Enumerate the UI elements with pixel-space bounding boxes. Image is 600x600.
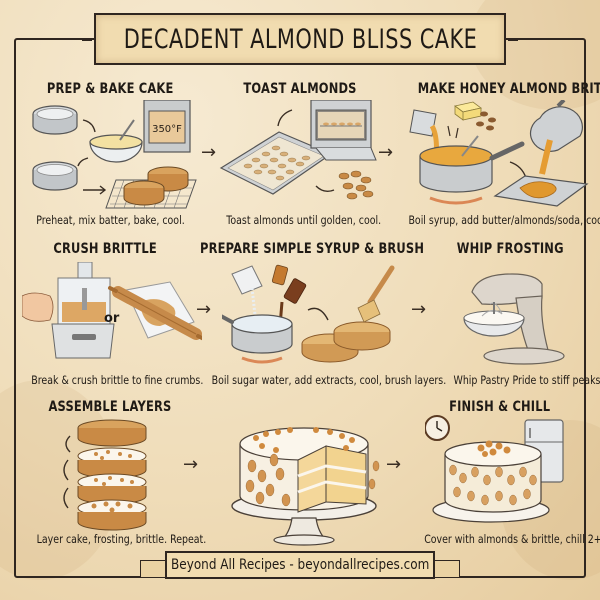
arrow-icon: → (196, 299, 212, 320)
prep-bake-illustration: 350°F (32, 100, 197, 209)
stand-mixer-icon (463, 273, 565, 365)
pastry-brush-icon (357, 265, 395, 323)
or-label: or (104, 311, 120, 326)
cooling-rack-icon (105, 166, 197, 209)
stand-mixer-illustration (463, 273, 565, 365)
cake-pan-icon (32, 161, 78, 191)
step-finish-chill: FINISH & CHILL (420, 396, 580, 415)
step-assemble-layers: ASSEMBLE LAYERS (20, 396, 200, 415)
mixing-bowl-icon (89, 119, 143, 163)
layered-cake-icon (77, 419, 147, 531)
baking-sheet-icon (219, 131, 333, 195)
saucepan-icon (419, 135, 525, 205)
title-banner: DECADENT ALMOND BLISS CAKE (82, 13, 518, 65)
oven-icon (310, 100, 377, 161)
arrow-icon (277, 109, 293, 127)
ribbon-end-left (140, 560, 168, 578)
step-caption: Boil sugar water, add extracts, cool, br… (211, 373, 447, 387)
arrow-icon (315, 185, 335, 193)
arrow-icon (509, 161, 527, 179)
arrow-icon: → (386, 454, 402, 475)
step-title: ASSEMBLE LAYERS (48, 399, 172, 415)
step-whip-frosting: WHIP FROSTING (440, 238, 580, 257)
cake-layers-icon (301, 321, 391, 363)
simple-syrup-illustration (222, 264, 395, 364)
step-title: PREP & BAKE CAKE (46, 81, 174, 97)
clock-icon (425, 415, 450, 441)
page-title: DECADENT ALMOND BLISS CAKE (123, 23, 477, 55)
finished-cake-illustration (231, 427, 380, 546)
step-title: MAKE HONEY ALMOND BRITTLE (417, 81, 600, 97)
arrow-icon (82, 119, 96, 133)
ribbon-end-right (432, 560, 460, 578)
arrow-icon (77, 157, 89, 167)
butter-icon (454, 101, 482, 121)
step-caption: Boil syrup, add butter/almonds/soda, coo… (408, 213, 600, 227)
hand-icon (22, 292, 54, 322)
step-caption: Toast almonds until golden, cool. (226, 213, 382, 227)
saucepan-icon (222, 314, 293, 364)
cake-pan-icon (32, 105, 78, 135)
arrow-icon (83, 185, 107, 195)
step-simple-syrup: PREPARE SIMPLE SYRUP & BRUSH (200, 238, 424, 257)
arrow-icon: → (183, 454, 199, 475)
toast-almonds-illustration (219, 100, 377, 200)
almonds-icon (476, 111, 496, 131)
brittle-illustration (409, 100, 589, 207)
step-caption: Layer cake, frosting, brittle. Repeat. (36, 532, 207, 546)
crush-brittle-illustration: or (22, 262, 202, 359)
step-caption: Cover with almonds & brittle, chill 2+ h… (424, 532, 600, 546)
arrow-icon (63, 435, 71, 509)
footer-credit: Beyond All Recipes - beyondallrecipes.co… (170, 557, 430, 573)
step-title: CRUSH BRITTLE (53, 241, 157, 257)
step-title: FINISH & CHILL (449, 399, 551, 415)
assemble-layers-illustration (63, 419, 147, 531)
arrow-icon (447, 125, 459, 139)
pouring-pot-icon (530, 100, 583, 175)
footer-banner: Beyond All Recipes - beyondallrecipes.co… (165, 551, 435, 579)
step-make-brittle: MAKE HONEY ALMOND BRITTLE (395, 78, 600, 97)
arrow-icon: → (411, 299, 427, 320)
svg-text:350°F: 350°F (152, 124, 182, 135)
step-caption: Whip Pastry Pride to stiff peaks. (453, 373, 600, 387)
step-caption: Preheat, mix batter, bake, cool. (36, 213, 185, 227)
arrow-icon (307, 307, 329, 321)
sliced-cake-icon (239, 427, 380, 513)
almond-cake-icon (432, 440, 550, 523)
oven-icon: 350°F (143, 100, 191, 153)
step-prep-bake: PREP & BAKE CAKE (20, 78, 200, 97)
step-title: WHIP FROSTING (456, 241, 564, 257)
finish-chill-illustration (425, 415, 564, 523)
food-processor-icon (22, 262, 115, 359)
step-title: TOAST ALMONDS (243, 81, 357, 97)
step-caption: Break & crush brittle to fine crumbs. (31, 373, 204, 387)
arrow-icon: → (378, 142, 394, 163)
step-crush-brittle: CRUSH BRITTLE (20, 238, 190, 257)
rolling-pin-icon (108, 286, 202, 341)
step-toast-almonds: TOAST ALMONDS (210, 78, 390, 97)
arrow-icon: → (201, 142, 217, 163)
step-title: PREPARE SIMPLE SYRUP & BRUSH (200, 241, 425, 257)
almonds-icon (338, 170, 374, 200)
baking-tray-icon (493, 175, 589, 207)
